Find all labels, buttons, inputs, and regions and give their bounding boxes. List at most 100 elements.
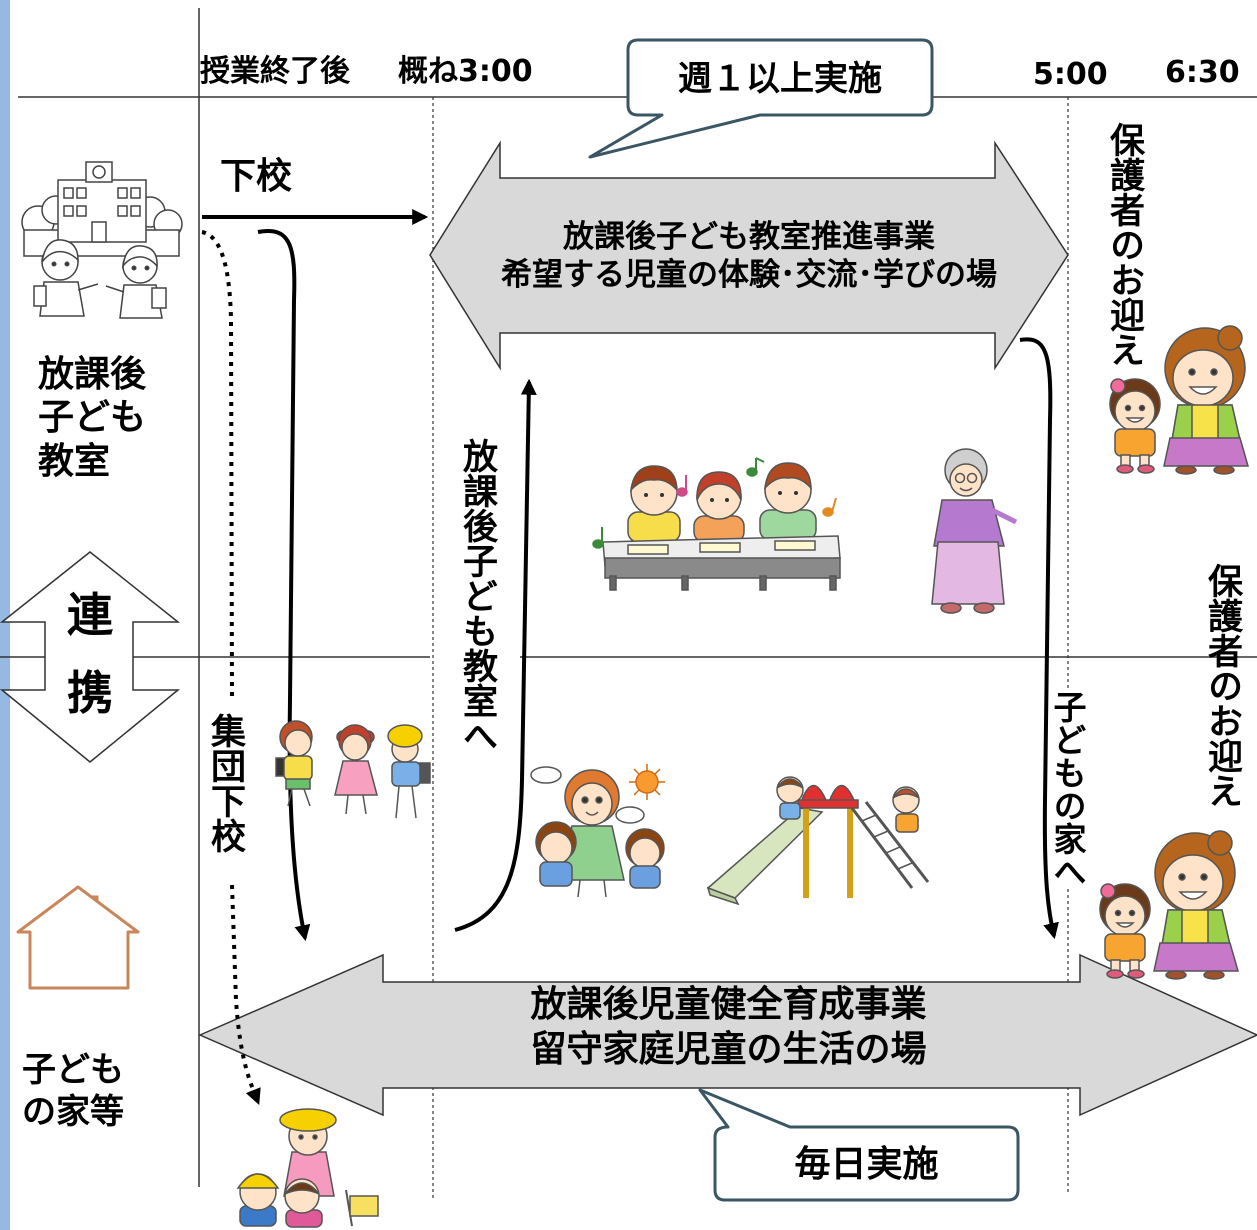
to-ie-curved-arrow [1019, 337, 1059, 940]
glasses-icon [954, 472, 966, 484]
daily-callout-bubble [698, 1088, 1020, 1202]
kyoshitsu-label-line: 子ども [38, 397, 147, 438]
backpack [33, 285, 47, 307]
school-window [117, 205, 128, 217]
mother-mouth [585, 811, 599, 816]
parent-shoe [1165, 970, 1187, 980]
shoe [973, 602, 995, 614]
child-smile [1115, 922, 1135, 928]
child-shorts [285, 778, 311, 790]
child-shirt [391, 761, 421, 787]
leave-school-label: 下校 [220, 156, 293, 197]
sun-icon [629, 764, 665, 800]
flag-stick [345, 1189, 353, 1227]
child-eye [660, 493, 664, 497]
parent-shoe [1203, 970, 1225, 980]
school-window [63, 205, 74, 217]
child-leg [362, 794, 367, 815]
backpack [151, 287, 167, 309]
parent-smile [1188, 386, 1218, 395]
child-hat [236, 1173, 280, 1189]
child-leg [345, 794, 349, 815]
parent-skirt [1163, 437, 1249, 467]
school-with-children-illustration [21, 161, 183, 319]
child-body [1114, 428, 1156, 457]
child-shirt [283, 755, 313, 781]
child-eye [710, 498, 714, 502]
parent-eye [1210, 368, 1218, 376]
shoe [940, 602, 962, 614]
parent-vest [1161, 909, 1183, 946]
child-eye [144, 265, 150, 271]
to-kodomo-no-ie-label: 子どもの家へ [1048, 690, 1087, 888]
child-leg [287, 788, 293, 807]
ladder-rung [897, 862, 913, 870]
header-after-class-label: 授業終了後 [200, 54, 350, 89]
parent-and-child-illustration [1099, 830, 1239, 980]
classroom-children-illustration [592, 457, 841, 591]
grandmother-skirt [931, 541, 1005, 605]
child-bow [1100, 883, 1116, 899]
parent-pickup-label-top: 保護者のお迎え [1104, 122, 1144, 367]
to-kyoshitsu-label: 放課後子ども教室へ [457, 438, 497, 753]
child-eye [1114, 909, 1122, 917]
parent-shoe [1175, 465, 1197, 475]
leader-eye [298, 1134, 304, 1140]
cloud-icon [615, 806, 645, 824]
child-hair [121, 245, 158, 269]
child-eye [1128, 909, 1136, 917]
child-face [284, 729, 312, 757]
child-arm [105, 285, 125, 293]
kyoshitsu-label-line: 放課後 [38, 354, 147, 395]
child-face [629, 837, 661, 869]
child-shoe [1106, 969, 1124, 979]
top-program-double-arrow [429, 140, 1069, 371]
parent-hair-tuft [1217, 325, 1243, 351]
parent-vest [1217, 404, 1241, 441]
child-eye [644, 493, 648, 497]
mother-eye [581, 796, 589, 804]
ladder-rail [850, 807, 914, 889]
grandmother-face [949, 463, 983, 497]
yellow-hat-icon [279, 1108, 337, 1132]
paper [699, 542, 741, 553]
side-strip [0, 0, 10, 1230]
music-note-icon [746, 457, 765, 477]
header-time-630-label: 6:30 [1165, 55, 1240, 90]
child-eye [64, 261, 70, 267]
child-hair [696, 471, 742, 501]
desk-leg [829, 575, 837, 591]
child-hair [763, 462, 812, 491]
child-shoe [1127, 969, 1145, 979]
yellow-hat-icon [387, 724, 423, 748]
school-window [76, 205, 87, 217]
grandmother-illustration [931, 448, 1018, 614]
child-smile [1125, 417, 1145, 423]
grandmother-top [933, 499, 1005, 547]
ladder-rail [864, 801, 930, 883]
desk-leg [609, 575, 617, 591]
child-eye [131, 265, 137, 271]
child-hair [284, 1182, 320, 1195]
music-note-icon [676, 475, 688, 497]
paper [774, 540, 816, 551]
shirt [627, 511, 681, 543]
mother-eye [595, 796, 603, 804]
music-note-icon [592, 527, 604, 549]
school-door [91, 221, 107, 243]
glasses-icon [966, 472, 978, 484]
leader-eye [312, 1134, 318, 1140]
to-kyoshitsu-arrow [454, 378, 537, 932]
ladder-rung [873, 830, 889, 838]
parent-face [1162, 854, 1224, 912]
group-walk-home-illustration [236, 1108, 379, 1228]
mother-leg [577, 879, 581, 898]
clock-icon [92, 165, 106, 179]
parent-eye [1188, 368, 1196, 376]
school-window [117, 187, 128, 199]
header-approx-time-label: 概ね3:00 [398, 54, 533, 89]
parent-face [1172, 349, 1234, 407]
group-leave-dotted-arrow [230, 884, 261, 1105]
mother-with-children-illustration [530, 764, 665, 898]
top-program-description: 希望する児童の体験･交流･学びの場 [501, 257, 997, 293]
